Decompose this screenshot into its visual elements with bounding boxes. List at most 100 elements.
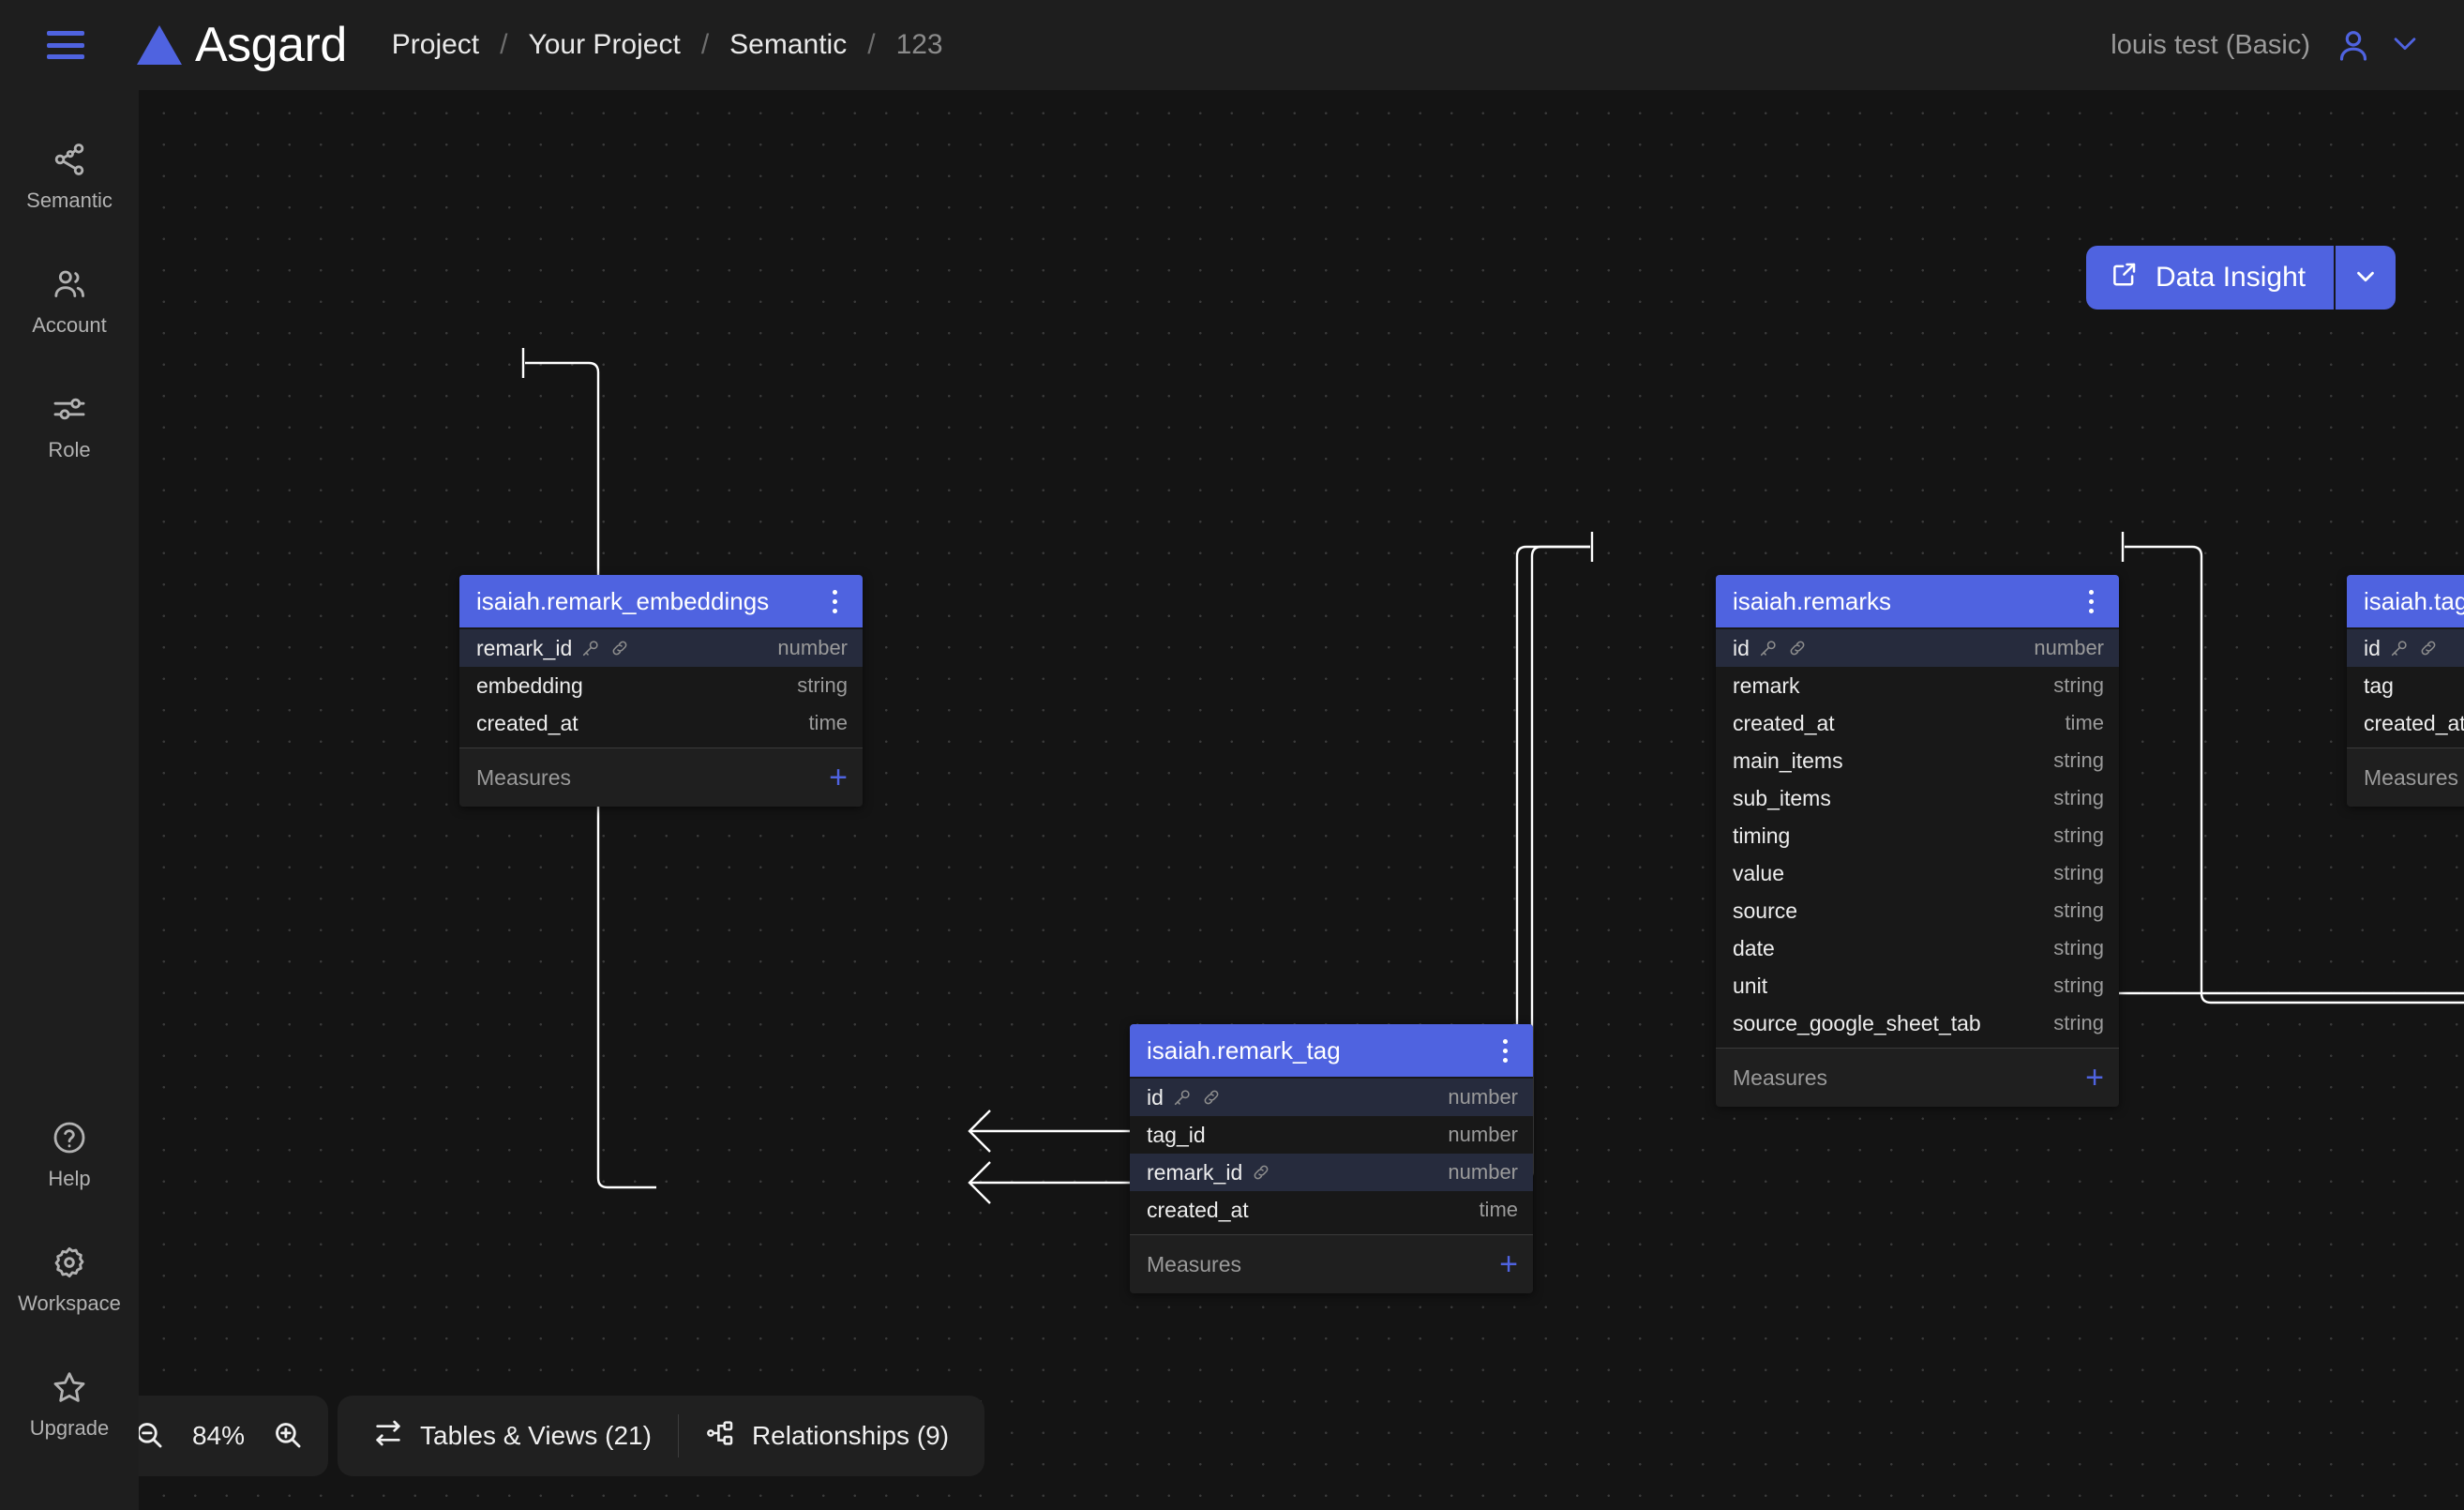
foreign-key-link-icon <box>1201 1087 1222 1108</box>
column-row[interactable]: tagstring <box>2347 667 2464 704</box>
measures-row: Measures+ <box>459 748 863 807</box>
table-node-remark_embeddings[interactable]: isaiah.remark_embeddings remark_id number e… <box>459 575 863 807</box>
chevron-down-icon[interactable] <box>2389 27 2421 64</box>
table-node-tags[interactable]: isaiah.tagsidnumbertagstringcreated_atti… <box>2347 575 2464 807</box>
table-node-title: isaiah.remark_embeddings <box>476 586 770 615</box>
column-type: time <box>2065 711 2104 734</box>
zoom-level-label: 84% <box>191 1421 246 1450</box>
measures-label: Measures <box>2364 764 2458 790</box>
data-insight-button-group: Data Insight <box>2086 246 2396 310</box>
measures-row: Measures+ <box>2347 748 2464 807</box>
data-insight-label: Data Insight <box>2156 262 2306 293</box>
canvas-info-toolbar: Tables & Views (21) Relationships (9) <box>338 1396 985 1476</box>
graph-nodes-icon <box>51 139 88 180</box>
brand-logo[interactable]: Asgard <box>137 21 347 69</box>
data-insight-dropdown-button[interactable] <box>2334 246 2396 310</box>
primary-key-icon <box>1758 638 1779 658</box>
breadcrumb-item-123[interactable]: 123 <box>895 29 943 60</box>
measures-row: Measures+ <box>1716 1049 2119 1107</box>
column-name-wrap: source <box>1733 898 2053 924</box>
column-name: value <box>1733 860 1784 885</box>
column-name-wrap: id <box>1147 1085 1448 1110</box>
column-name: created_at <box>1147 1197 1249 1222</box>
sliders-icon <box>51 388 88 430</box>
column-name: source <box>1733 898 1798 923</box>
breadcrumb-item-semantic[interactable]: Semantic <box>729 29 848 60</box>
column-name: id <box>1147 1084 1164 1110</box>
table-node-header[interactable]: isaiah.remark_tag <box>1130 1024 1533 1077</box>
question-circle-icon <box>51 1117 88 1158</box>
table-node-header[interactable]: isaiah.tags <box>2347 575 2464 627</box>
hamburger-line <box>47 54 84 59</box>
foreign-key-link-icon <box>609 638 630 658</box>
sidebar-item-help[interactable]: Help <box>0 1104 139 1204</box>
measures-label: Measures <box>1147 1251 1241 1276</box>
column-name: tag_id <box>1147 1122 1206 1147</box>
column-type: number <box>777 636 848 659</box>
column-name-wrap: created_at <box>476 711 808 736</box>
tables-and-views-button[interactable]: Tables & Views (21) <box>347 1409 678 1463</box>
top-bar: Asgard Project / Your Project / Semantic… <box>0 0 2464 90</box>
hamburger-line <box>47 42 84 48</box>
breadcrumb-separator: / <box>500 29 508 60</box>
column-name: tag <box>2364 672 2394 698</box>
tables-and-views-label: Tables & Views (21) <box>420 1421 652 1450</box>
table-node-header[interactable]: isaiah.remark_embeddings <box>459 575 863 627</box>
primary-key-icon <box>2389 638 2410 658</box>
sidebar-bottom-group: Help Workspace Upgrade <box>0 1104 139 1510</box>
zoom-in-button[interactable] <box>261 1409 315 1463</box>
measures-row: Measures + <box>1130 1235 1533 1293</box>
breadcrumb-item-your-project[interactable]: Your Project <box>528 29 681 60</box>
column-row[interactable]: source string <box>1716 892 2119 929</box>
column-row[interactable]: remark_id number <box>459 629 863 667</box>
table-node-menu-icon[interactable] <box>1492 1035 1518 1066</box>
column-type: string <box>2053 1011 2104 1034</box>
column-type: string <box>2053 898 2104 922</box>
table-node-menu-icon[interactable] <box>2078 586 2104 617</box>
column-name-wrap: value <box>1733 861 2053 886</box>
sidebar-item-workspace[interactable]: Workspace <box>0 1229 139 1329</box>
table-node-header[interactable]: isaiah.remarks <box>1716 575 2119 627</box>
breadcrumb-item-project[interactable]: Project <box>391 29 480 60</box>
column-type: string <box>2053 748 2104 772</box>
zoom-in-icon <box>272 1419 304 1454</box>
sidebar-item-role[interactable]: Role <box>0 375 139 476</box>
add-measure-button[interactable]: + <box>1499 1246 1518 1282</box>
hamburger-menu-icon[interactable] <box>47 31 84 59</box>
column-type: time <box>808 711 848 734</box>
add-measure-button[interactable]: + <box>829 760 848 795</box>
sidebar-top-group: Semantic Account Role <box>0 126 139 500</box>
column-name: remark_id <box>1147 1159 1243 1185</box>
column-name: created_at <box>2364 710 2464 735</box>
relationships-button[interactable]: Relationships (9) <box>679 1409 975 1463</box>
sidebar-item-account[interactable]: Account <box>0 250 139 351</box>
table-node-menu-icon[interactable] <box>821 586 848 617</box>
add-measure-button[interactable]: + <box>2085 1060 2104 1095</box>
user-menu[interactable]: louis test (Basic) <box>2111 26 2421 64</box>
sidebar-item-semantic[interactable]: Semantic <box>0 126 139 226</box>
sidebar-item-upgrade[interactable]: Upgrade <box>0 1353 139 1454</box>
column-name: remark_id <box>476 635 573 660</box>
data-insight-button[interactable]: Data Insight <box>2086 246 2335 310</box>
